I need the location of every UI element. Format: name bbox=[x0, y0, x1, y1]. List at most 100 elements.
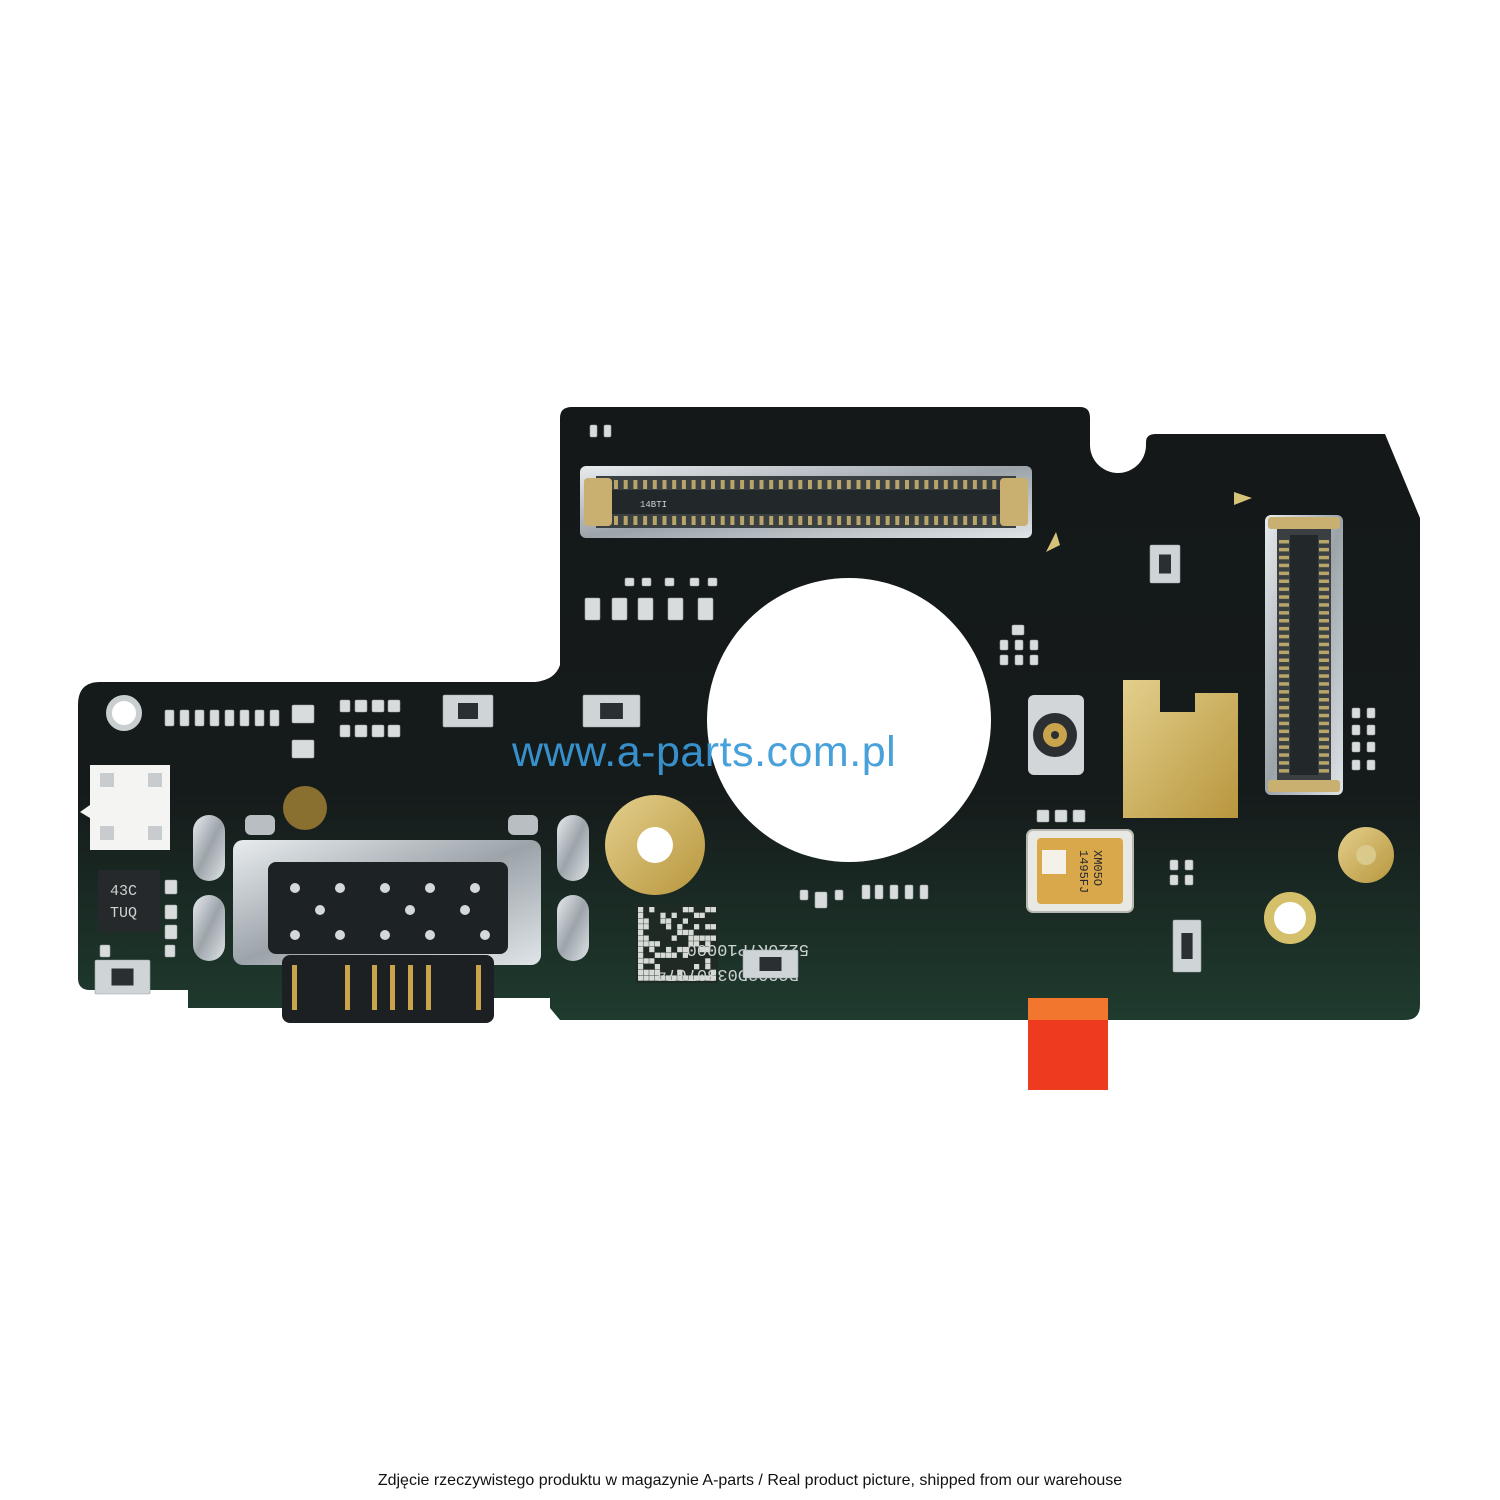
usb-contact bbox=[380, 883, 390, 893]
usb-leg bbox=[476, 965, 481, 1010]
usb-leg bbox=[345, 965, 350, 1010]
smd-component bbox=[1366, 759, 1376, 771]
connector-pin bbox=[866, 480, 871, 489]
connector-pin bbox=[914, 480, 919, 489]
matrix-cell bbox=[638, 946, 644, 953]
connector-pin bbox=[924, 480, 929, 489]
connector-pin bbox=[943, 516, 948, 525]
connector-pin bbox=[623, 480, 628, 489]
smd-component bbox=[179, 709, 190, 727]
connector-pin bbox=[1279, 658, 1289, 662]
matrix-cell bbox=[710, 975, 716, 981]
connector-pin bbox=[1319, 666, 1329, 670]
matrix-cell bbox=[638, 935, 644, 941]
matrix-cell bbox=[682, 946, 688, 953]
connector-pin bbox=[778, 516, 783, 525]
usb-contact bbox=[290, 930, 300, 940]
connector-pin bbox=[1279, 713, 1289, 718]
matrix-cell bbox=[660, 918, 666, 924]
usb-contact bbox=[335, 930, 345, 940]
smd-component-body bbox=[1181, 933, 1193, 959]
matrix-cell bbox=[705, 935, 711, 941]
smd-component bbox=[1366, 741, 1376, 753]
center-hole bbox=[707, 578, 991, 862]
connector-pin bbox=[701, 480, 706, 489]
smd-component bbox=[239, 709, 250, 727]
usb-leg bbox=[372, 965, 377, 1010]
connector-pin bbox=[652, 516, 657, 525]
matrix-cell bbox=[705, 975, 711, 981]
smd-component bbox=[1029, 639, 1039, 651]
data-matrix-code bbox=[636, 905, 718, 983]
matrix-cell bbox=[643, 918, 649, 924]
smd-component bbox=[589, 424, 598, 438]
usb-contact bbox=[470, 883, 480, 893]
tape-edge bbox=[1028, 998, 1108, 1020]
matrix-cell bbox=[654, 941, 660, 947]
connector-pin bbox=[643, 516, 648, 525]
connector-pin bbox=[1279, 674, 1289, 678]
connector-pin bbox=[1319, 713, 1329, 718]
matrix-cell bbox=[710, 907, 716, 913]
connector-pin bbox=[1279, 666, 1289, 670]
connector-pin bbox=[1319, 753, 1329, 757]
smd-component bbox=[624, 577, 635, 587]
connector-pin bbox=[614, 516, 618, 525]
connector-pin bbox=[885, 480, 890, 489]
connector-pin bbox=[982, 516, 987, 525]
matrix-cell bbox=[654, 952, 660, 958]
gold-shield-pad bbox=[1123, 680, 1238, 818]
smd-component bbox=[224, 709, 235, 727]
connector-pin bbox=[827, 480, 832, 489]
connector-pin bbox=[1279, 579, 1289, 583]
connector-pin bbox=[701, 516, 706, 525]
smd-component bbox=[1011, 624, 1025, 636]
matrix-cell bbox=[682, 975, 688, 981]
antenna-connector bbox=[1028, 695, 1084, 775]
matrix-cell bbox=[671, 975, 677, 981]
connector-pin bbox=[1319, 626, 1329, 631]
connector-pin bbox=[837, 516, 842, 525]
usb-contact bbox=[335, 883, 345, 893]
connector-pin bbox=[856, 516, 861, 525]
smd-component-body bbox=[600, 703, 623, 719]
connector-pin bbox=[1319, 705, 1329, 710]
top-fpc-connector: 14BTI bbox=[580, 466, 1032, 538]
smd-component bbox=[1014, 639, 1024, 651]
connector-pin bbox=[1319, 658, 1329, 662]
connector-pin bbox=[1279, 761, 1289, 765]
smd-component bbox=[919, 884, 929, 900]
matrix-cell bbox=[638, 924, 644, 930]
matrix-cell bbox=[682, 929, 688, 936]
connector-pin bbox=[1319, 745, 1329, 749]
connector-pin bbox=[662, 516, 667, 525]
matrix-cell bbox=[705, 907, 711, 913]
usb-contact bbox=[425, 930, 435, 940]
connector-pin bbox=[1279, 571, 1289, 576]
connector-pin bbox=[1319, 571, 1329, 576]
connector-pin bbox=[1279, 682, 1289, 686]
smd-component bbox=[1351, 724, 1361, 736]
connector-pin bbox=[1279, 769, 1289, 773]
matrix-cell bbox=[638, 964, 644, 970]
usb-leg bbox=[426, 965, 431, 1010]
cutout-pad bbox=[100, 773, 114, 787]
connector-pin bbox=[769, 480, 774, 489]
matrix-cell bbox=[682, 907, 688, 913]
connector-pin bbox=[963, 516, 968, 525]
connector-pin bbox=[1279, 595, 1289, 599]
connector-pin bbox=[934, 480, 939, 489]
matrix-cell bbox=[699, 935, 705, 941]
matrix-cell bbox=[638, 969, 644, 975]
connector-pin bbox=[905, 480, 909, 489]
connector-pin bbox=[856, 480, 861, 489]
matrix-cell bbox=[638, 952, 644, 958]
connector-pin bbox=[1279, 698, 1289, 702]
usb-leg bbox=[390, 965, 395, 1010]
matrix-cell bbox=[705, 941, 711, 947]
connector-pin bbox=[972, 480, 977, 489]
connector-pin bbox=[1319, 674, 1329, 678]
matrix-cell bbox=[643, 924, 649, 930]
matrix-cell bbox=[638, 975, 644, 981]
matrix-cell bbox=[638, 912, 644, 918]
